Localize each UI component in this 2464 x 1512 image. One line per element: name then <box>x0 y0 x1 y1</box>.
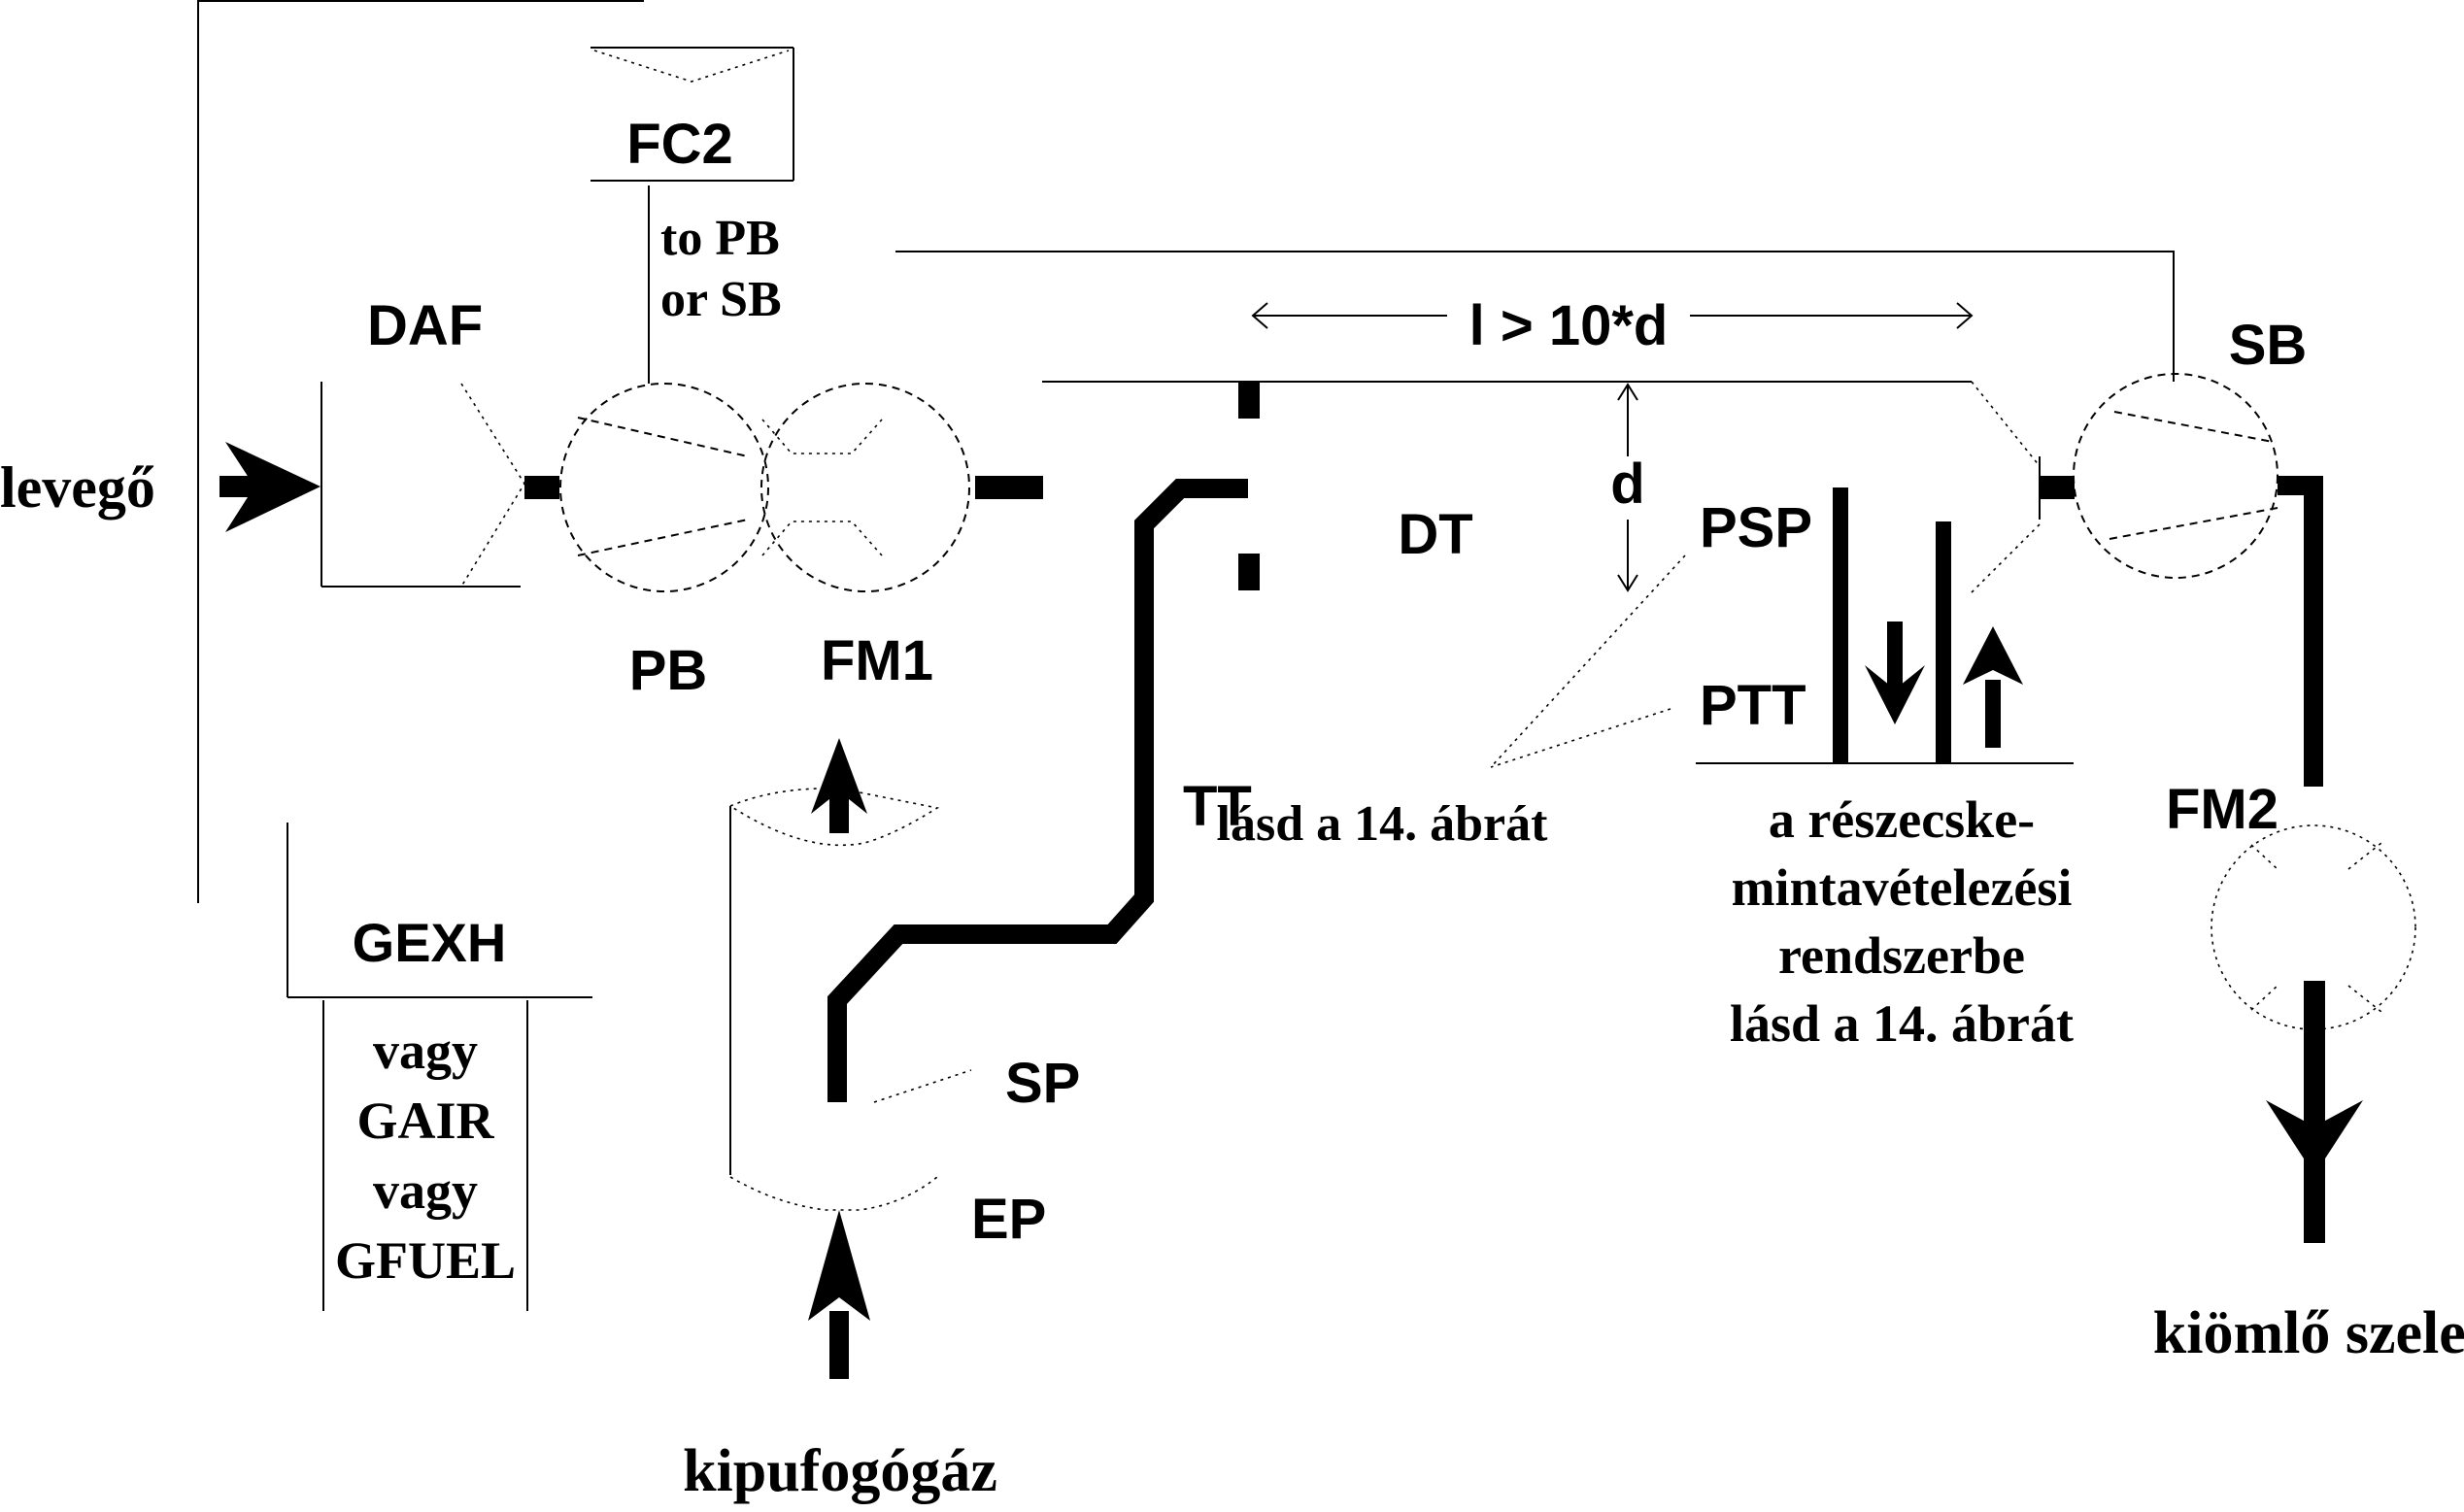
particle-text-line-3: rendszerbe <box>1778 926 2025 985</box>
sb-blower-icon <box>2073 373 2278 579</box>
sb-label: SB <box>2229 314 2308 377</box>
or-label-1: vagy <box>373 1022 478 1080</box>
sb-control-line <box>895 251 2175 382</box>
particle-text-line-4: lásd a 14. ábrát <box>1730 994 2074 1053</box>
particle-sampling-probe <box>1696 487 2074 764</box>
particle-text-line-2: mintavételezési <box>1732 858 2073 917</box>
fm1-outlet-pipe <box>975 476 1043 499</box>
daf-filter <box>321 382 559 588</box>
see-fig-leader-1 <box>1490 554 1686 768</box>
vent-label: kiömlő szelep <box>2153 1300 2464 1366</box>
diameter-dimension-label: d <box>1610 453 1644 516</box>
fm1-flowmeter-icon <box>760 383 970 592</box>
up-arrow-icon <box>1963 626 2023 748</box>
or-sb-label: or SB <box>660 272 782 327</box>
fm2-label: FM2 <box>2166 778 2278 841</box>
exhaust-outlet-arrow-icon <box>811 738 867 833</box>
air-inlet-arrow-icon <box>219 442 321 532</box>
air-label: levegő <box>0 455 155 520</box>
gexh-box <box>287 823 592 1311</box>
dilution-tunnel <box>1042 381 2075 593</box>
gexh-label: GEXH <box>353 912 507 973</box>
down-arrow-icon <box>1865 622 1925 724</box>
ptt-label: PTT <box>1700 674 1806 737</box>
fc2-label: FC2 <box>626 113 733 176</box>
sp-label: SP <box>1005 1052 1080 1115</box>
to-pb-label: to PB <box>660 211 780 266</box>
gfuel-label: GFUEL <box>335 1231 516 1290</box>
transfer-tube <box>827 479 1248 1102</box>
diameter-dimension: d <box>1610 383 1645 592</box>
particle-text-line-1: a részecske- <box>1769 790 2035 849</box>
dt-label: DT <box>1398 503 1472 566</box>
see-fig-label: lásd a 14. ábrát <box>1217 796 1549 852</box>
exhaust-pipe <box>729 788 940 1211</box>
see-fig-leader-2 <box>1490 708 1671 768</box>
fc2-box: FC2 <box>591 47 794 182</box>
psp-label: PSP <box>1700 496 1812 559</box>
pb-label: PB <box>629 639 708 702</box>
daf-label: DAF <box>367 294 483 357</box>
ep-label: EP <box>971 1188 1046 1251</box>
tt-label: TT <box>1183 775 1252 838</box>
sb-outlet-pipe <box>2278 476 2323 787</box>
fm1-label: FM1 <box>821 629 933 692</box>
gair-label: GAIR <box>356 1092 494 1150</box>
control-line-frame <box>197 0 644 903</box>
exhaust-inlet-arrow-icon <box>808 1210 870 1379</box>
pb-pump-icon <box>559 383 769 592</box>
length-dimension-label: l > 10*d <box>1469 294 1669 357</box>
length-dimension: l > 10*d <box>1251 294 1974 357</box>
or-label-2: vagy <box>373 1161 478 1220</box>
fm2-flowmeter-icon <box>2211 824 2416 1030</box>
vent-arrow-icon <box>2266 981 2363 1243</box>
sp-leader-line <box>873 1069 972 1103</box>
exhaust-label: kipufogógáz <box>683 1438 997 1504</box>
